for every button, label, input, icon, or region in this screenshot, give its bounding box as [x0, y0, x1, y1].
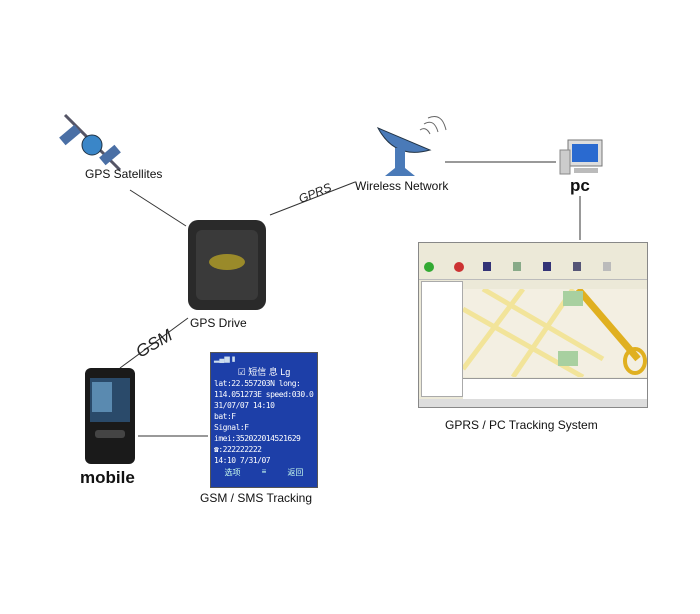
data-grid	[463, 378, 647, 399]
line-device-mobile	[119, 317, 189, 369]
sms-line: Signal:F	[214, 423, 249, 432]
sms-softkey-menu: ≡	[261, 467, 267, 476]
label-gps-drive: GPS Drive	[190, 316, 247, 330]
label-wireless-network: Wireless Network	[355, 179, 449, 193]
sms-line: ☎:222222222	[214, 445, 262, 454]
sms-line: imei:352022014521629	[214, 434, 301, 443]
signal-bar: ▂▄▆ ▮	[214, 356, 236, 363]
sms-title: ☑ 短信 息 Lg	[237, 367, 291, 377]
line-satellite-device	[129, 189, 187, 227]
sms-screen: ▂▄▆ ▮ ☑ 短信 息 Lg lat:22.557203N long: 114…	[210, 352, 318, 488]
device-tree-panel	[421, 281, 463, 397]
label-gps-satellites: GPS Satellites	[85, 167, 163, 181]
label-pc: pc	[570, 176, 590, 195]
app-menu	[419, 251, 647, 259]
sms-line: 114.051273E speed:030.0	[214, 390, 314, 399]
sms-softkey-back: 返回	[287, 468, 304, 477]
computer-icon	[559, 139, 603, 175]
label-mobile: mobile	[80, 468, 135, 487]
app-toolbar	[419, 259, 647, 280]
tracking-software-screenshot	[418, 242, 648, 408]
status-bar	[419, 399, 647, 407]
line-device-wireless	[269, 181, 356, 216]
sms-line: bat:F	[214, 412, 236, 421]
satellite-icon	[59, 113, 122, 172]
sms-softkey-options: 选项	[224, 468, 241, 477]
mobile-phone-icon	[85, 368, 135, 464]
sms-line: 31/07/07 14:10	[214, 401, 275, 410]
satellite-dish-icon	[376, 116, 447, 176]
map-view	[463, 289, 647, 377]
sms-line: 14:10 7/31/07	[214, 456, 271, 465]
label-sms-tracking: GSM / SMS Tracking	[200, 491, 313, 505]
gps-device-icon	[188, 220, 266, 310]
label-pc-tracking: GPRS / PC Tracking System	[445, 418, 598, 432]
sms-line: lat:22.557203N long:	[214, 379, 301, 388]
